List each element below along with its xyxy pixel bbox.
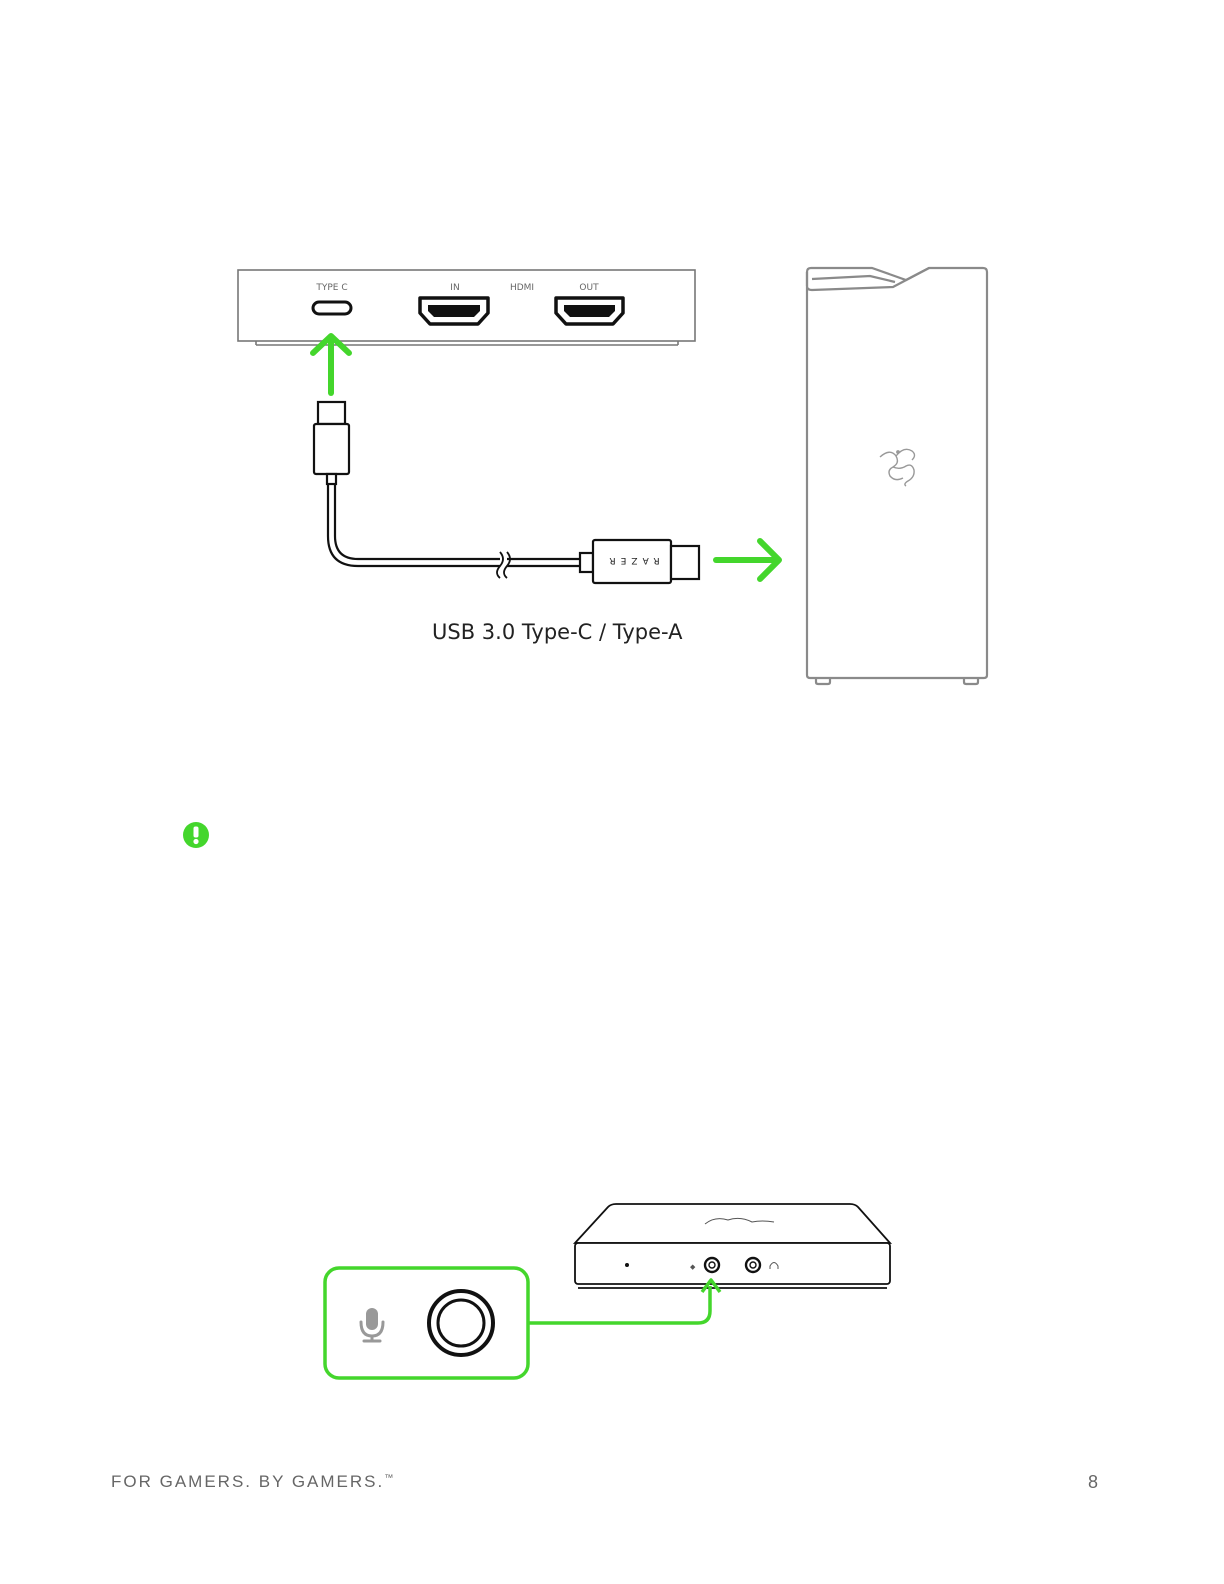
warning-icon (183, 822, 209, 848)
pc-tower (805, 266, 989, 686)
type-a-plug-tip (669, 544, 701, 581)
footer-tagline: FOR GAMERS. BY GAMERS.™ (111, 1472, 394, 1491)
microphone-icon (359, 1308, 385, 1343)
usb-cable: RAZER (312, 400, 701, 585)
usb-connection-diagram: TYPE C IN HDMI OUT (237, 266, 989, 686)
hdmi-label: HDMI (510, 283, 534, 293)
capture-device-front: ◆ (572, 1203, 893, 1289)
hdmi-in-label: IN (450, 283, 459, 293)
type-c-port (311, 300, 353, 316)
cable-caption: USB 3.0 Type-C / Type-A (432, 620, 683, 644)
microphone-connection-diagram: ◆ (323, 1203, 893, 1380)
insert-arrow-right (713, 538, 782, 582)
mic-jack-callout (323, 1266, 722, 1380)
cable-brand-label: RAZER (604, 555, 659, 565)
type-c-plug-tip (316, 400, 347, 426)
trademark-symbol: ™ (384, 1472, 394, 1483)
type-c-plug-body (312, 422, 351, 476)
razer-logo-icon (879, 448, 916, 487)
headphones-icon (769, 1262, 779, 1269)
svg-text:◆: ◆ (690, 1263, 696, 1271)
page-number: 8 (1088, 1472, 1099, 1492)
insert-arrow-up (310, 333, 352, 396)
capture-device-rear: TYPE C IN HDMI OUT (237, 269, 696, 346)
type-c-port-label: TYPE C (315, 283, 347, 293)
hdmi-out-label: OUT (579, 283, 599, 293)
